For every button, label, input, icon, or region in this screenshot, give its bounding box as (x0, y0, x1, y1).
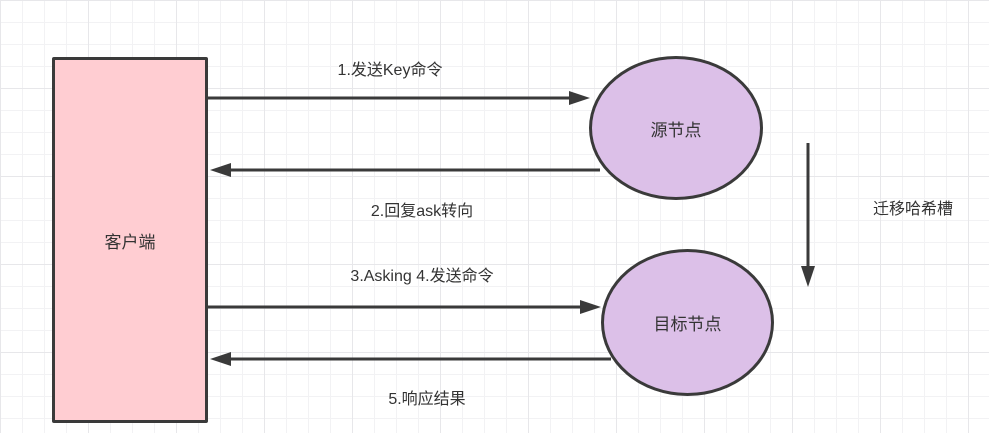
flow-label-migration: 迁移哈希槽 (872, 201, 954, 218)
flow-label-step3-4: 3.Asking 4.发送命令 (350, 268, 494, 285)
target-node-label: 目标节点 (653, 315, 722, 334)
client-node: 客户端 (52, 57, 208, 423)
arrow-migrate-hash-slot (801, 143, 815, 287)
flow-label-step2: 2.回复ask转向 (370, 203, 474, 220)
arrow-step1-send-key (208, 91, 590, 105)
target-node: 目标节点 (601, 249, 774, 396)
flow-label-step1: 1.发送Key命令 (337, 62, 443, 79)
arrow-step3-asking-send (208, 300, 601, 314)
source-node: 源节点 (589, 56, 763, 200)
arrow-step2-reply-ask (210, 163, 600, 177)
source-node-label: 源节点 (650, 120, 702, 140)
arrow-step5-response (210, 352, 611, 366)
flow-label-step5: 5.响应结果 (388, 391, 466, 408)
client-node-label: 客户端 (104, 232, 156, 252)
